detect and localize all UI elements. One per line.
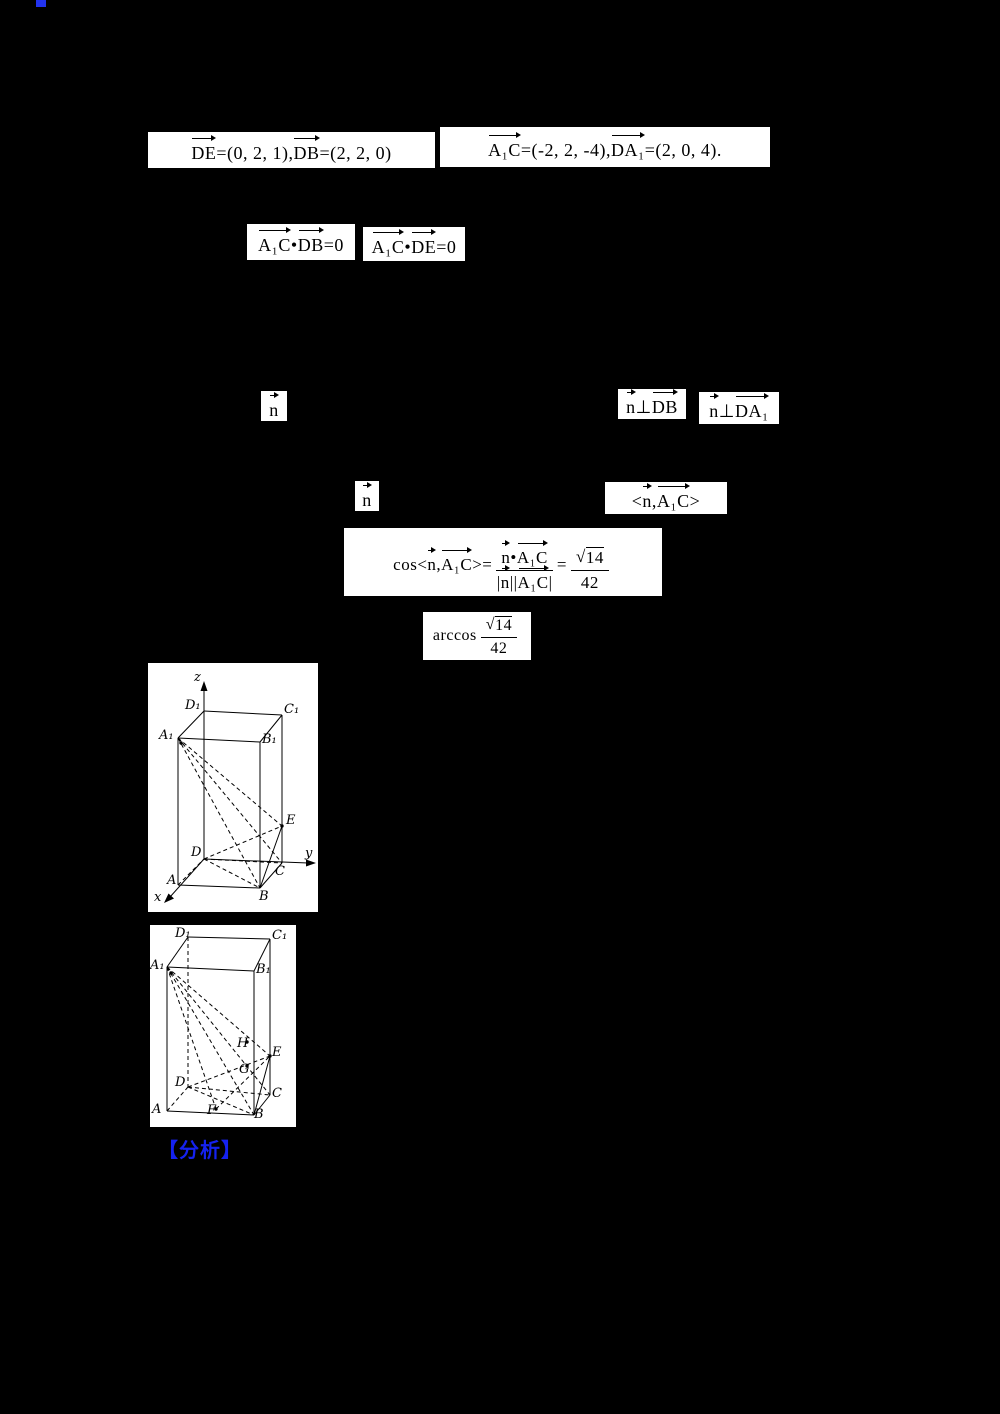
vertex-label: B <box>254 1107 264 1122</box>
vertex-label: D₁ <box>175 926 191 941</box>
vector-term: DE <box>411 228 437 257</box>
vertex-label: E <box>286 813 296 828</box>
vertex-label: D <box>175 1075 186 1090</box>
math-text: > <box>689 490 701 511</box>
fraction: √14 42 <box>480 614 518 658</box>
vector-term: DE <box>191 134 217 163</box>
formula-cosine-equation: cos<n, A₁C>= n•A₁C |n||A₁C| = √14 42 <box>344 528 662 596</box>
vertex-label: C <box>272 1086 282 1101</box>
math-text: • <box>510 547 517 567</box>
formula-n-perp-da1: n⊥DA₁ <box>699 392 779 424</box>
vector-term: n <box>269 391 279 420</box>
math-text: =(2, 0, 4). <box>644 139 722 160</box>
math-text: 14 <box>585 547 604 567</box>
math-text: , <box>436 555 442 574</box>
analysis-heading: 【分析】 <box>158 1140 242 1162</box>
formula-vectors-de-db: DE=(0, 2, 1), DB=(2, 2, 0) <box>148 132 435 168</box>
vector-term: DB <box>293 134 320 163</box>
vertex-label: B <box>259 889 269 904</box>
vector-term: n <box>500 564 510 592</box>
formula-n-perp-db: n⊥DB <box>618 388 686 419</box>
math-text: cos< <box>393 555 428 574</box>
vector-term: n <box>427 547 437 574</box>
math-text: • <box>404 236 412 257</box>
vertex-label: x <box>154 890 162 905</box>
math-text: =0 <box>436 236 457 257</box>
math-text: , <box>651 490 657 511</box>
formula-normal-vector-1: n <box>261 391 287 421</box>
artifact-mark <box>36 0 46 7</box>
math-text: ⊥ <box>635 396 652 417</box>
vector-term: A₁C <box>441 547 473 574</box>
vector-term: A₁C <box>516 539 548 567</box>
math-text: = <box>556 555 567 574</box>
math-text: arccos <box>432 627 477 644</box>
vertex-label: E <box>272 1045 282 1060</box>
vertex-label: C₁ <box>272 928 288 943</box>
math-text: =(-2, 2, -4), <box>520 139 611 160</box>
cuboid-figure-points <box>166 936 272 1116</box>
vertex-label: H <box>237 1036 249 1051</box>
vertex-label: D₁ <box>185 698 201 713</box>
vertex-label: A <box>152 1102 162 1117</box>
vector-term: DB <box>651 388 678 417</box>
vector-term: A₁C <box>371 228 405 257</box>
math-text: arccos <box>433 627 477 645</box>
formula-normal-vector-2: n <box>355 481 379 511</box>
math-text: 42 <box>580 573 599 592</box>
figure-panel-2: D₁ C₁ A₁ B₁ H E G D C A F B <box>150 925 296 1127</box>
math-text: =(0, 2, 1), <box>216 142 294 163</box>
vertex-label: B₁ <box>256 962 271 977</box>
vector-term: DA₁ <box>734 392 769 421</box>
vector-term: DB <box>297 226 324 255</box>
vertex-label: A₁ <box>150 958 165 973</box>
vector-term: A₁C <box>488 131 521 160</box>
vertex-label: D <box>191 845 202 860</box>
vector-term: DA₁ <box>611 131 645 160</box>
vector-term: A₁C <box>656 482 690 511</box>
formula-arccos-result: arccos √14 42 <box>423 612 531 660</box>
vector-term: n <box>709 392 719 421</box>
formula-dot-product-de: A₁C•DE=0 <box>363 227 465 261</box>
cuboid-figure-axes <box>164 681 316 903</box>
math-text: √ <box>575 547 586 566</box>
formula-angle-expression: <n, A₁C> <box>605 482 727 514</box>
formula-dot-product-db: A₁C•DB=0 <box>247 224 355 260</box>
vector-term: n <box>362 481 372 510</box>
vertex-label: C₁ <box>284 702 300 717</box>
vertex-label: F <box>207 1103 217 1118</box>
math-text: 14 <box>495 616 513 634</box>
math-text: =0 <box>323 234 344 255</box>
math-text: = <box>557 555 567 575</box>
vertex-label: z <box>194 670 201 685</box>
figure-2-labels: D₁ C₁ A₁ B₁ H E G D C A F B <box>150 925 296 1127</box>
math-text: ⊥ <box>718 400 735 421</box>
vertex-label: A₁ <box>159 728 174 743</box>
vertex-label: G <box>239 1062 250 1077</box>
fraction: n•A₁C |n||A₁C| <box>496 538 553 593</box>
vector-term: n <box>626 388 636 417</box>
math-text: √ <box>485 616 496 633</box>
vertex-label: B₁ <box>262 732 277 747</box>
fraction: √14 42 <box>570 537 609 593</box>
math-text: || <box>509 572 518 592</box>
vector-term: n <box>642 482 652 511</box>
math-text: < <box>631 490 643 511</box>
vector-term: n <box>501 539 511 567</box>
vertex-label: C <box>275 864 285 879</box>
vertex-label: A <box>167 873 177 888</box>
formula-vectors-a1c-da1: A₁C=(-2, 2, -4), DA₁=(2, 0, 4). <box>440 127 770 167</box>
vector-term: A₁C <box>258 226 291 255</box>
math-text: | <box>496 572 501 592</box>
math-text: cos<n, A₁C>= <box>393 547 493 575</box>
vertex-label: y <box>305 846 313 861</box>
math-text: | <box>548 572 553 592</box>
math-text: >= <box>472 555 493 574</box>
math-text: =(2, 2, 0) <box>319 142 392 163</box>
math-text: • <box>290 234 298 255</box>
math-text: 42 <box>490 640 508 657</box>
vector-term: A₁C <box>517 564 549 592</box>
